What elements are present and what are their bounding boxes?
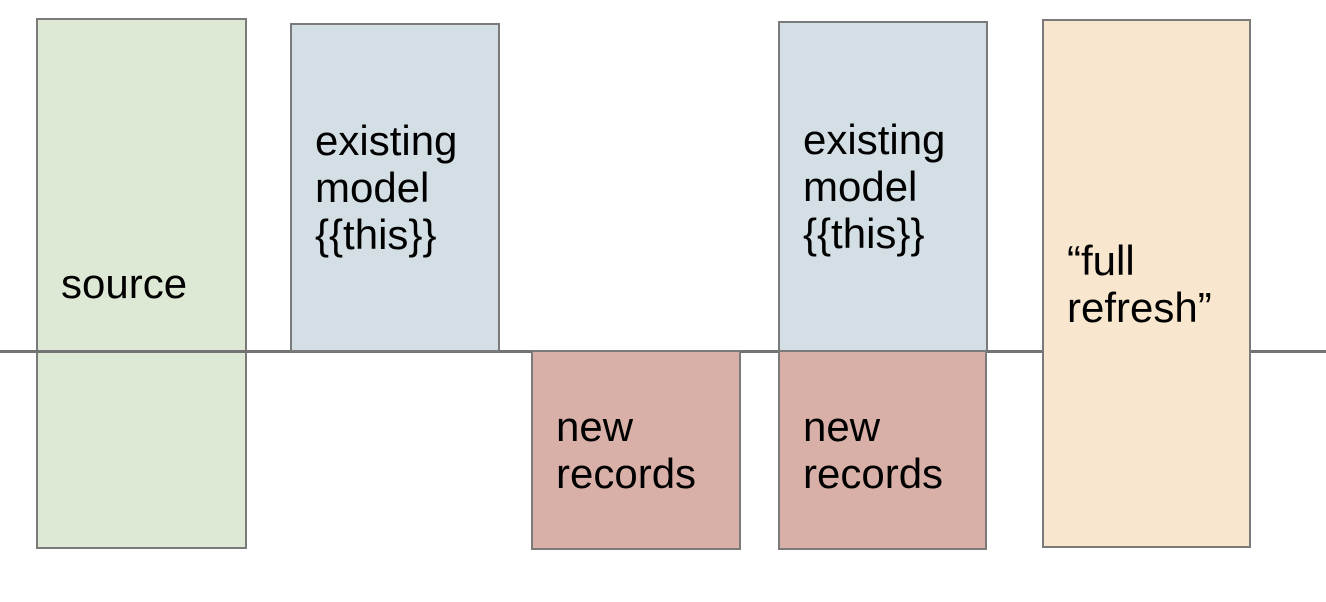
new-records-box-2: new records: [778, 350, 987, 550]
new-records-box-1-label: new records: [556, 403, 697, 497]
existing-model-box-2-label: existing model {{this}}: [803, 116, 946, 257]
existing-model-box-1: existing model {{this}}: [290, 23, 500, 352]
existing-model-box-2: existing model {{this}}: [778, 21, 988, 352]
source-box: source: [36, 18, 247, 549]
new-records-box-2-label: new records: [803, 403, 944, 497]
new-records-box-1: new records: [531, 350, 741, 550]
source-box-label: source: [61, 260, 188, 307]
full-refresh-box-label: “full refresh”: [1067, 236, 1212, 331]
full-refresh-box: “full refresh”: [1042, 19, 1251, 548]
existing-model-box-1-label: existing model {{this}}: [315, 117, 458, 258]
